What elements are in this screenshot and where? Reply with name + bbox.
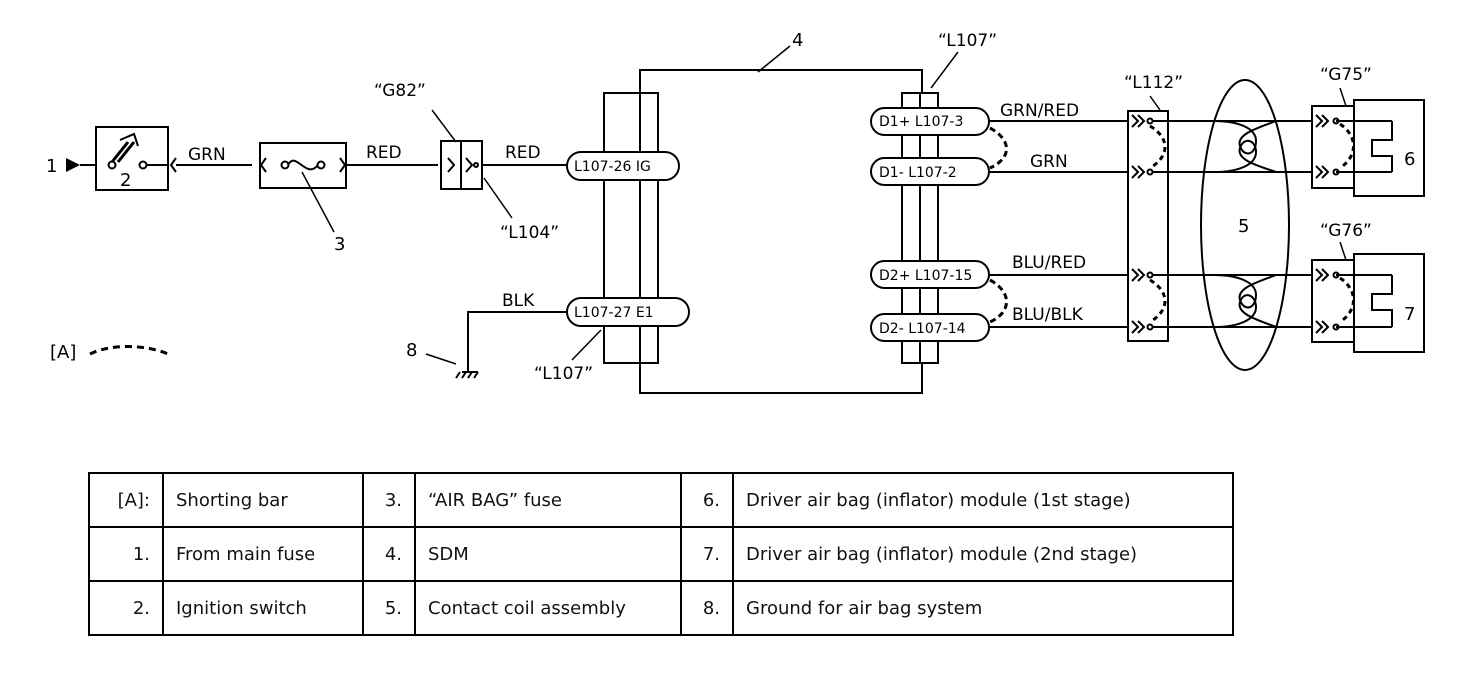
wire-label-grn-red: GRN/RED <box>1000 101 1079 121</box>
legend-key: 4. <box>362 526 416 582</box>
legend-key: 8. <box>680 580 734 636</box>
connector-label-g76: “G76” <box>1320 221 1372 241</box>
legend-desc: Contact coil assembly <box>414 580 682 636</box>
wire-label-blu-blk: BLU/BLK <box>1012 305 1084 325</box>
callout-5: 5 <box>1238 216 1249 237</box>
legend-key: 2. <box>88 580 164 636</box>
legend-key: 6. <box>680 472 734 528</box>
callout-3: 3 <box>334 234 345 255</box>
legend-marker-a: [A] <box>50 342 76 363</box>
wire-label-blk: BLK <box>502 291 535 311</box>
callout-1: 1 <box>46 156 57 177</box>
connector-label-l107-bottom: “L107” <box>534 364 593 384</box>
connector-label-g75: “G75” <box>1320 65 1372 85</box>
legend-key: 5. <box>362 580 416 636</box>
callout-6: 6 <box>1404 149 1415 170</box>
wiring-diagram: 1 2 3 4 5 6 7 8 [A] “G82” “L104” “L107” … <box>46 30 1425 394</box>
legend-table: [A]: Shorting bar 3. “AIR BAG” fuse 6. D… <box>88 472 1234 636</box>
inflator-module-1st-stage <box>1353 99 1425 197</box>
connector-label-l112: “L112” <box>1124 73 1183 93</box>
legend-key: 7. <box>680 526 734 582</box>
terminal-l107-26 <box>566 151 680 181</box>
terminal-label-d2m: D2- L107-14 <box>879 321 966 337</box>
wire-label-grn-right: GRN <box>1030 152 1068 172</box>
legend-row: 1. From main fuse 4. SDM 7. Driver air b… <box>88 526 1234 582</box>
legend-key: 3. <box>362 472 416 528</box>
wire-label-grn-left: GRN <box>188 145 226 165</box>
main-fuse-arrow-icon <box>66 158 80 172</box>
legend-key: 1. <box>88 526 164 582</box>
legend-desc: Ground for air bag system <box>732 580 1234 636</box>
legend-desc: Shorting bar <box>162 472 364 528</box>
callout-8: 8 <box>406 340 417 361</box>
legend-row: [A]: Shorting bar 3. “AIR BAG” fuse 6. D… <box>88 472 1234 528</box>
wire-label-red-2: RED <box>505 143 541 163</box>
legend-desc: Driver air bag (inflator) module (2nd st… <box>732 526 1234 582</box>
terminal-label-ig: L107-26 IG <box>574 159 651 175</box>
terminal-label-d1m: D1- L107-2 <box>879 165 957 181</box>
wire-label-blu-red: BLU/RED <box>1012 253 1086 273</box>
connector-label-g82: “G82” <box>374 81 426 101</box>
legend-desc: “AIR BAG” fuse <box>414 472 682 528</box>
legend-desc: From main fuse <box>162 526 364 582</box>
ignition-switch <box>95 126 169 191</box>
legend-row: 2. Ignition switch 5. Contact coil assem… <box>88 580 1234 636</box>
terminal-label-d1p: D1+ L107-3 <box>879 114 963 130</box>
terminal-label-e1: L107-27 E1 <box>574 305 654 321</box>
wire-label-red-1: RED <box>366 143 402 163</box>
legend-key: [A]: <box>88 472 164 528</box>
legend-desc: SDM <box>414 526 682 582</box>
inflator-module-2nd-stage <box>1353 253 1425 353</box>
callout-7: 7 <box>1404 304 1415 325</box>
connector-label-l104: “L104” <box>500 223 559 243</box>
connector-label-l107-top: “L107” <box>938 31 997 51</box>
terminal-l107-27 <box>566 297 690 327</box>
callout-4: 4 <box>792 30 803 51</box>
legend-desc: Ignition switch <box>162 580 364 636</box>
legend-desc: Driver air bag (inflator) module (1st st… <box>732 472 1234 528</box>
connector-l112 <box>1127 110 1169 342</box>
terminal-label-d2p: D2+ L107-15 <box>879 268 972 284</box>
callout-2: 2 <box>120 170 131 191</box>
contact-coil-assembly <box>1200 79 1290 371</box>
